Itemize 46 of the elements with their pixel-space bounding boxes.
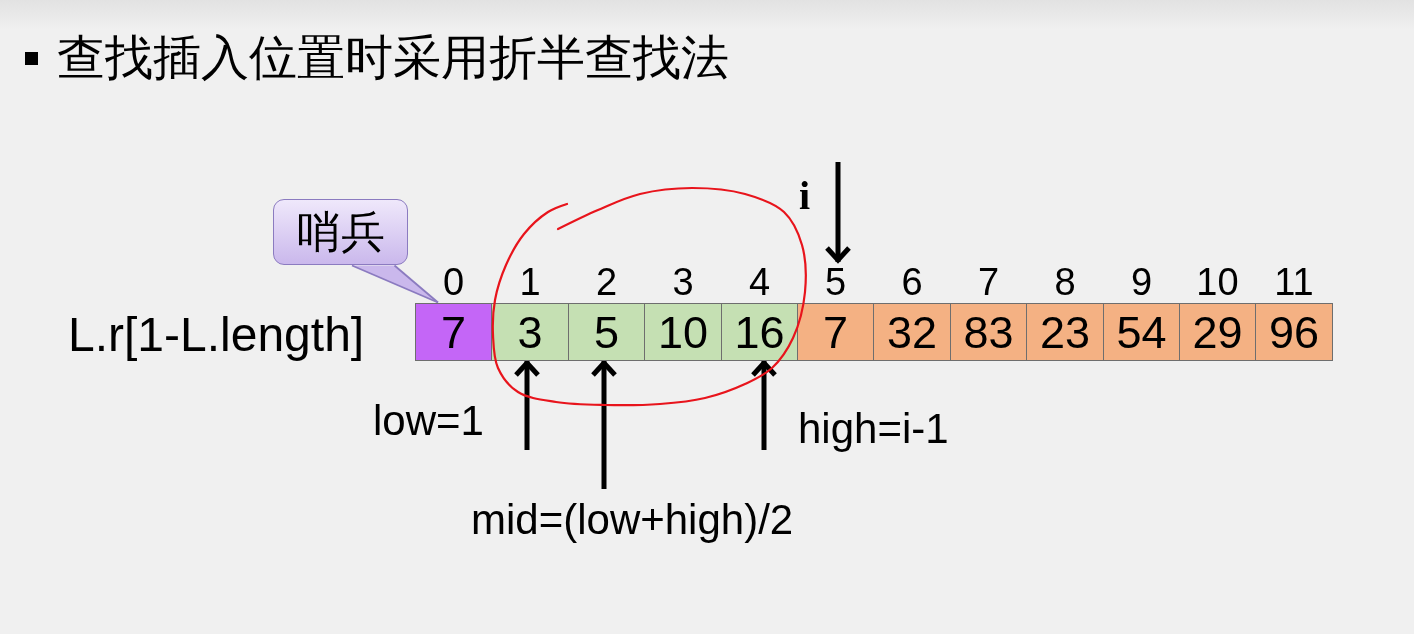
array-cell (491, 303, 569, 361)
array-value: 16 (734, 309, 785, 355)
index-number: 9 (1130, 263, 1153, 301)
arrow (590, 360, 618, 489)
array-cell (1103, 303, 1180, 361)
index-number: 7 (977, 263, 1000, 301)
index-number: 10 (1196, 263, 1239, 301)
index-number: 8 (1054, 263, 1076, 301)
slide-title: 查找插入位置时采用折半查找法 (57, 34, 729, 82)
array-cell (950, 303, 1027, 361)
array-value: 5 (594, 309, 619, 355)
index-number: 6 (901, 263, 923, 301)
array-value: 54 (1116, 309, 1167, 355)
index-number: 5 (824, 263, 847, 301)
array-value: 32 (886, 309, 938, 355)
array-value: 29 (1192, 309, 1243, 355)
array-cell (721, 303, 798, 361)
array-cell (415, 303, 492, 361)
index-number: 11 (1274, 263, 1314, 301)
array-value: 10 (657, 309, 709, 355)
array-value: 7 (823, 309, 848, 355)
pointer-label: mid=(low+high)/2 (471, 499, 794, 541)
callout-text: 哨兵 (296, 210, 385, 254)
row-label: L.r[1-L.length] (68, 311, 365, 359)
pointer-label: high=i-1 (798, 408, 949, 450)
array-cell (1026, 303, 1104, 361)
index-number: 4 (748, 263, 771, 301)
index-number: 3 (672, 263, 694, 301)
array-cell (1255, 303, 1333, 361)
arrow (824, 162, 852, 263)
index-number: 2 (595, 263, 618, 301)
array-cell (1179, 303, 1256, 361)
array-cell (644, 303, 722, 361)
array-cell (568, 303, 645, 361)
array-cell (873, 303, 951, 361)
array-value: 3 (517, 309, 543, 355)
index-number: 1 (519, 263, 541, 301)
arrow (750, 360, 778, 450)
array-value: 83 (963, 309, 1014, 355)
speech-bubble (273, 199, 408, 265)
array-value: 96 (1268, 309, 1320, 355)
array-cell (797, 303, 874, 361)
array-value: 23 (1039, 309, 1091, 355)
index-number: 0 (442, 263, 465, 301)
array-value: 7 (441, 309, 466, 355)
pointer-label: i (799, 176, 811, 216)
